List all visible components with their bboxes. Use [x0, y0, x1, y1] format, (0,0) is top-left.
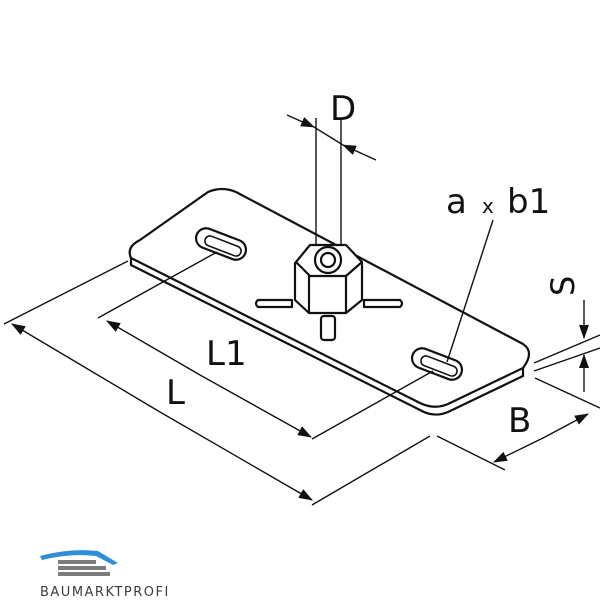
- logo-roof-accent: [40, 550, 118, 565]
- dimension-lines: [3, 114, 600, 506]
- nut-assembly: [254, 243, 404, 342]
- label-l: L: [166, 373, 185, 413]
- label-b: B: [508, 401, 531, 441]
- label-d: D: [330, 89, 356, 129]
- label-a: a: [446, 182, 467, 222]
- label-l1: L1: [206, 334, 247, 374]
- label-s: S: [544, 276, 582, 296]
- logo-roof-icon: [40, 550, 118, 576]
- logo: BAUMARKTPROFI: [40, 550, 170, 600]
- logo-text: BAUMARKTPROFI: [40, 585, 170, 600]
- label-x: x: [482, 194, 494, 218]
- label-b1: b1: [507, 182, 550, 222]
- slot-right: [410, 347, 464, 381]
- slot-left: [194, 227, 248, 261]
